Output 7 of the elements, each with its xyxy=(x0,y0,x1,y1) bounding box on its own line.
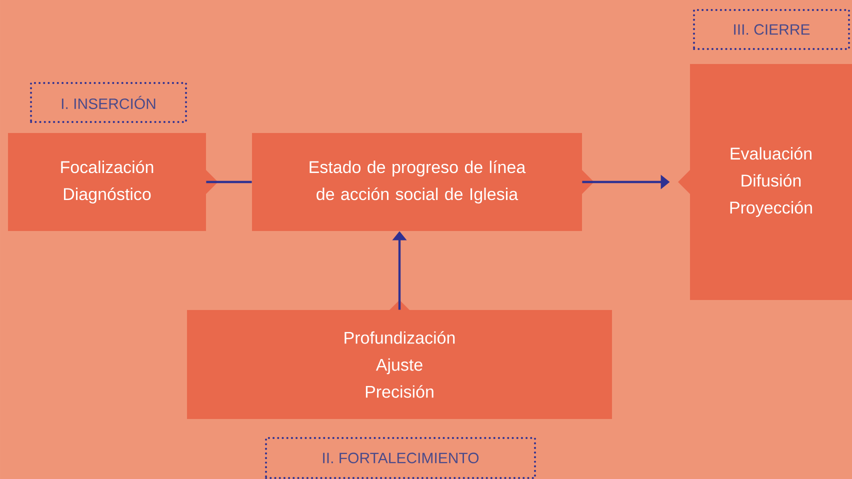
stage-tag: III. CIERRE xyxy=(693,9,850,50)
process-box: Profundización Ajuste Precisión xyxy=(187,300,612,419)
stage-tag: I. INSERCIÓN xyxy=(30,82,187,123)
stage-tag: II. FORTALECIMIENTO xyxy=(265,436,536,479)
process-box: Focalización Diagnóstico xyxy=(8,133,218,231)
process-box: Evaluación Difusión Proyección xyxy=(678,64,852,300)
process-box: Estado de progreso de línea de acción social de Iglesia xyxy=(252,133,594,231)
